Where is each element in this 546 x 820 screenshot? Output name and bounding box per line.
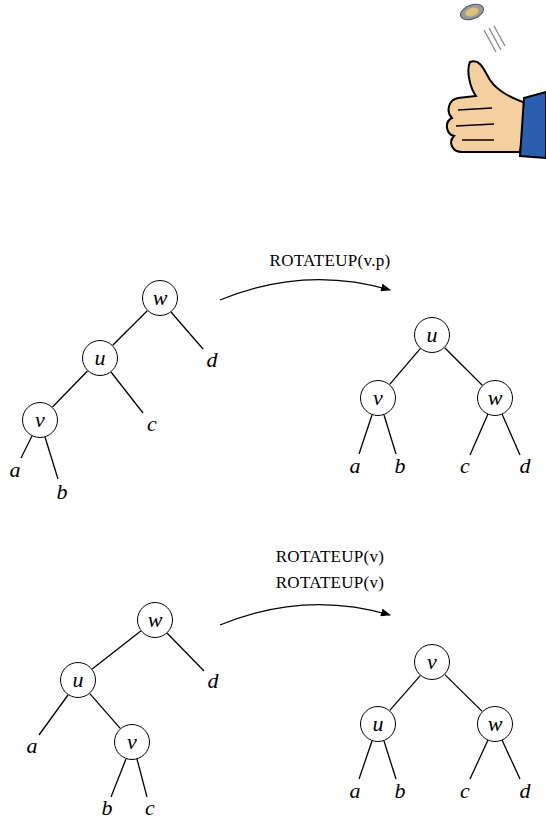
tree-edge (113, 311, 148, 346)
tree-edge (53, 371, 88, 407)
subtree-label: c (460, 455, 470, 477)
tree-edge (90, 694, 120, 729)
tree-edge (390, 349, 421, 385)
tree-node-circle: w (142, 280, 178, 316)
subtree-label: a (27, 735, 38, 757)
transform-arrow (220, 280, 390, 300)
node-key: u (427, 324, 438, 346)
operation-label: ROTATEUP(v) (274, 548, 387, 565)
node-key: u (95, 347, 106, 369)
coin-flip-icon (447, 1, 546, 158)
subtree-label: c (145, 797, 155, 819)
tree-node-circle: w (477, 380, 513, 416)
tree-node-circle: v (114, 724, 150, 760)
subtree-label: b (102, 797, 113, 819)
tree-node-circle: u (414, 317, 450, 353)
tree-node-circle: w (477, 706, 513, 742)
subtree-label: d (520, 455, 531, 477)
subtree-label: b (57, 481, 68, 503)
tree-node-circle: u (60, 662, 96, 698)
tree-edge (390, 676, 420, 711)
subtree-label: c (460, 780, 470, 802)
tree-node-circle: v (414, 644, 450, 680)
transform-arrow (220, 605, 390, 625)
subtree-label: b (395, 455, 406, 477)
tree-node-circle: w (137, 602, 173, 638)
node-key: w (153, 287, 168, 309)
node-key: v (35, 409, 45, 431)
node-key: w (148, 609, 163, 631)
node-key: w (488, 713, 503, 735)
tree-node-circle: v (22, 402, 58, 438)
tree-node-circle: u (82, 340, 118, 376)
tree-node-circle: u (360, 706, 396, 742)
subtree-label: d (208, 670, 219, 692)
tree-edge (445, 348, 483, 386)
node-key: w (488, 387, 503, 409)
tree-node-circle: v (360, 380, 396, 416)
node-key: u (73, 669, 84, 691)
operation-label: ROTATEUP(v.p) (268, 252, 393, 269)
tree-edge (445, 675, 482, 712)
subtree-label: a (10, 459, 21, 481)
subtree-lines (21, 312, 520, 797)
subtree-label: c (147, 413, 157, 435)
subtree-label: d (520, 780, 531, 802)
node-key: v (373, 387, 383, 409)
subtree-label: a (350, 455, 361, 477)
node-key: u (373, 713, 384, 735)
node-key: v (127, 731, 137, 753)
node-key: v (427, 651, 437, 673)
subtree-label: a (350, 780, 361, 802)
subtree-label: d (207, 349, 218, 371)
subtree-label: b (395, 780, 406, 802)
operation-label: ROTATEUP(v) (274, 574, 387, 591)
tree-edge (92, 631, 141, 669)
